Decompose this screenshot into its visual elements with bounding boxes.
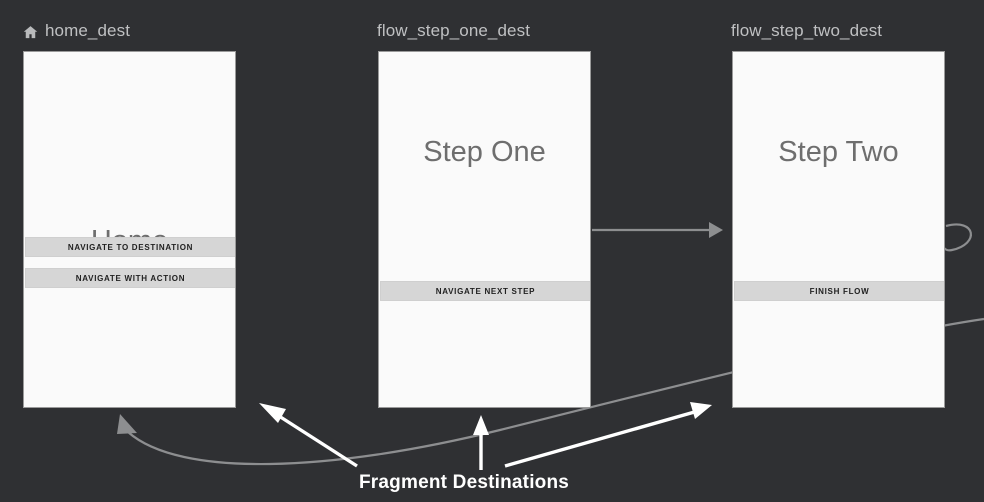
caption-fragment-destinations: Fragment Destinations — [359, 472, 570, 493]
annotation-arrow-to-step-one-card — [473, 415, 489, 470]
connector-step-one-to-step-two — [592, 222, 723, 238]
button-navigate-next-step[interactable]: Navigate next step — [380, 281, 590, 301]
destination-card-flow-step-one-dest[interactable]: Step One Navigate next step — [378, 51, 591, 408]
destination-label-text: flow_step_one_dest — [377, 21, 531, 40]
destination-label-text: flow_step_two_dest — [731, 21, 883, 40]
destination-card-home-dest[interactable]: Home Navigate to destination Navigate wi… — [23, 51, 236, 408]
screen-title-step-one: Step One — [423, 136, 546, 168]
screen-title-step-two: Step Two — [778, 136, 899, 168]
annotation-arrow-to-step-two-card — [504, 402, 712, 468]
home-icon — [22, 24, 39, 41]
button-navigate-with-action[interactable]: Navigate with action — [25, 268, 235, 288]
destination-label-text: home_dest — [45, 21, 131, 40]
destination-label-flow-step-one-dest: flow_step_one_dest — [377, 21, 530, 41]
destination-label-flow-step-two-dest: flow_step_two_dest — [731, 21, 882, 41]
button-finish-flow[interactable]: Finish flow — [734, 281, 944, 301]
destination-card-flow-step-two-dest[interactable]: Step Two Finish flow — [732, 51, 945, 408]
annotation-arrow-to-home-card — [259, 403, 358, 468]
button-navigate-to-destination[interactable]: Navigate to destination — [25, 237, 235, 257]
connector-step-two-self-loop — [943, 223, 972, 252]
destination-label-home-dest: home_dest — [22, 21, 130, 41]
